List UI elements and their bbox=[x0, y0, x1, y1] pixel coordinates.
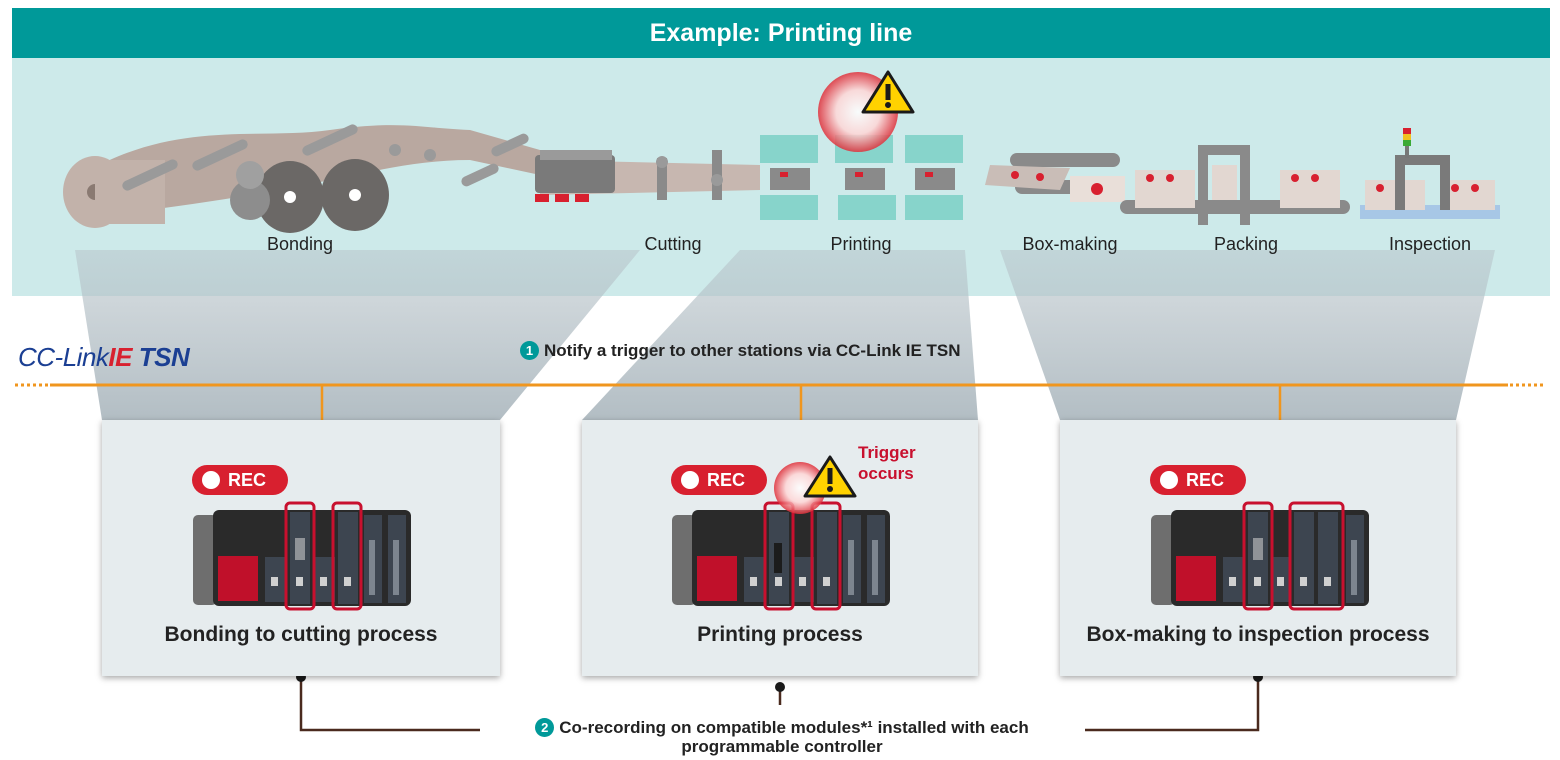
rec-badge-box-making: REC bbox=[1150, 465, 1246, 495]
bonding-machine bbox=[63, 124, 540, 233]
box-making-machine bbox=[985, 153, 1125, 202]
inspection-machine bbox=[1360, 128, 1500, 219]
stage-label-printing: Printing bbox=[830, 234, 892, 254]
printing-machine bbox=[760, 135, 963, 220]
stage-label-bonding: Bonding bbox=[266, 234, 334, 254]
projection-wedge-printing bbox=[582, 250, 978, 420]
panel-title-printing: Printing process bbox=[697, 623, 863, 646]
step-number-1: 1 bbox=[520, 341, 539, 360]
cutting-machine bbox=[535, 150, 760, 202]
diagram-title: Example: Printing line bbox=[649, 19, 913, 47]
stage-label-box-making: Box-making bbox=[1022, 234, 1118, 254]
stage-label-packing: Packing bbox=[1213, 234, 1279, 254]
warning-icon bbox=[861, 70, 915, 114]
header-bar bbox=[12, 8, 1550, 58]
stage-label-cutting: Cutting bbox=[644, 234, 702, 254]
projection-wedge-bonding bbox=[75, 250, 640, 420]
panel-title-bonding-to-cutting: Bonding to cutting process bbox=[164, 623, 438, 646]
rec-badge-bonding: REC bbox=[192, 465, 288, 495]
projection-wedge-boxmaking bbox=[1000, 250, 1495, 420]
cc-link-ie-tsn-logo: CC-LinkIE TSN bbox=[18, 342, 190, 372]
packing-machine bbox=[1120, 145, 1350, 225]
panel-title-box-making-to-inspection: Box-making to inspection process bbox=[1086, 623, 1430, 646]
stage-label-inspection: Inspection bbox=[1388, 234, 1472, 254]
step-number-2: 2 bbox=[535, 718, 555, 737]
rec-badge-printing: REC bbox=[671, 465, 767, 495]
